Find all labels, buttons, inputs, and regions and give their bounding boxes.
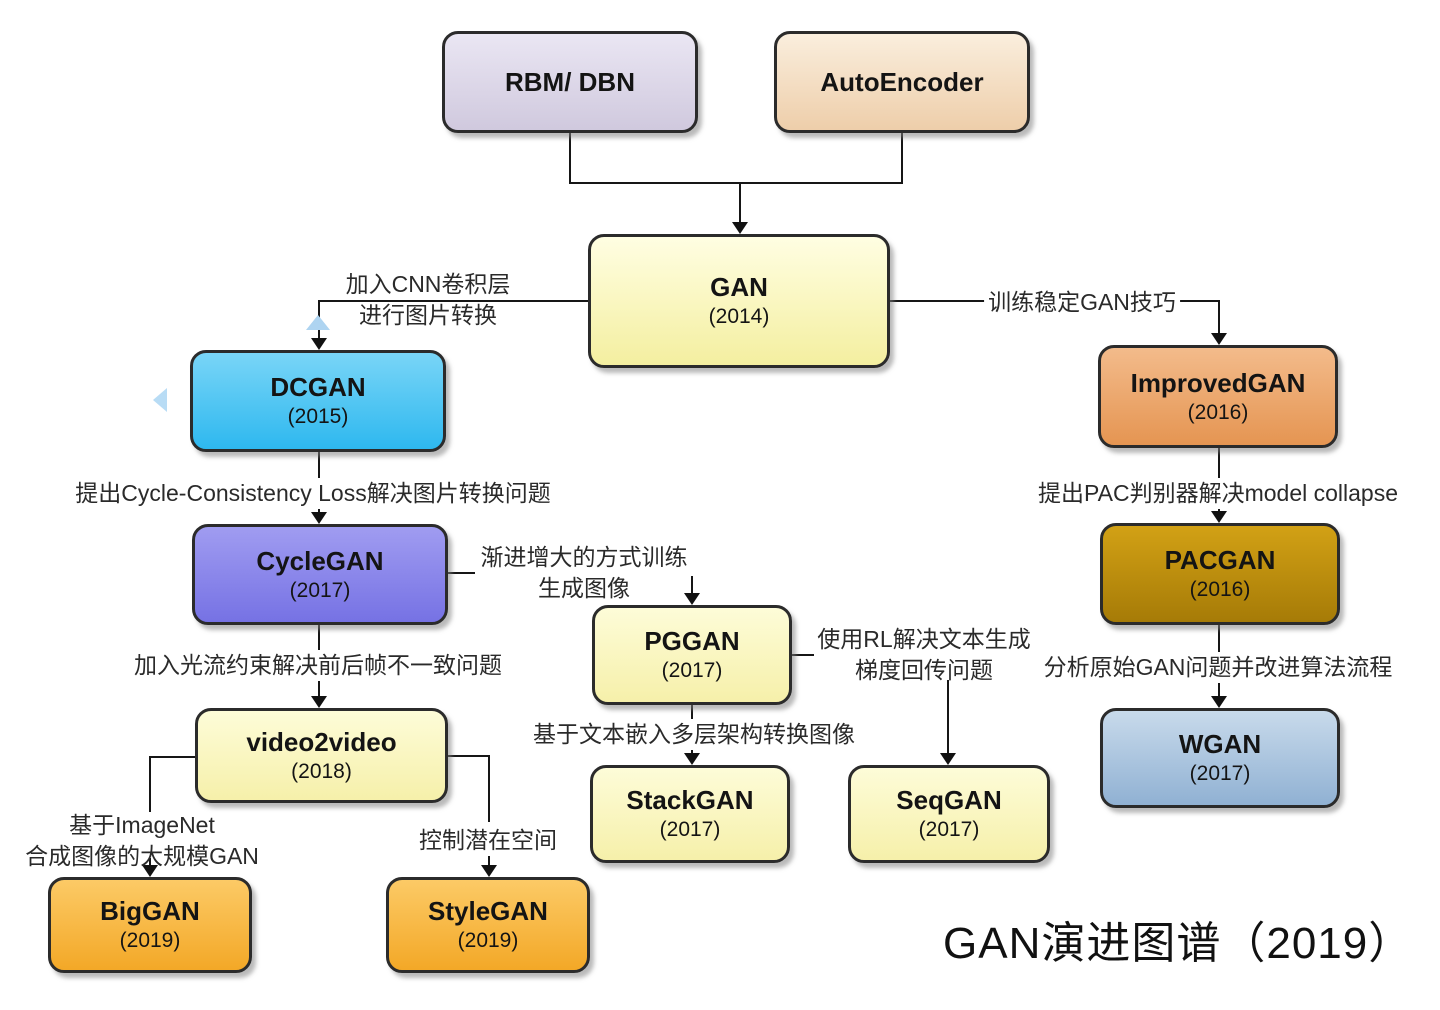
diagram-title: GAN演进图谱（2019）: [943, 919, 1414, 968]
arrowhead-stylegan: [481, 865, 497, 877]
watermark-left-triangle-icon: [153, 388, 167, 412]
edge-label-improvedgan-pacgan: 提出PAC判别器解决model collapse: [1033, 478, 1403, 509]
node-autoencoder: AutoEncoder: [774, 31, 1030, 133]
edge-gan-left: [319, 300, 588, 302]
edge-into-improvedgan: [1218, 300, 1220, 333]
edge-label-dcgan-cyclegan: 提出Cycle-Consistency Loss解决图片转换问题: [71, 478, 555, 509]
edge-cyclegan-stub: [448, 572, 475, 574]
edge-label-gan-dcgan: 加入CNN卷积层 进行图片转换: [345, 271, 511, 328]
edge-down-stylegan: [488, 755, 490, 822]
edge-label-pacgan-wgan: 分析原始GAN问题并改进算法流程: [1039, 652, 1397, 683]
watermark-up-triangle-icon: [306, 315, 330, 330]
arrowhead-improvedgan: [1211, 333, 1227, 345]
edge-into-stylegan: [488, 848, 490, 865]
arrowhead-biggan: [142, 865, 158, 877]
arrowhead-gan: [732, 222, 748, 234]
edge-into-pggan: [691, 576, 693, 593]
edge-pggan-stub: [792, 654, 814, 656]
node-stylegan: StyleGAN (2019): [386, 877, 590, 973]
edge-label-gan-improvedgan: 训练稳定GAN技巧: [984, 287, 1180, 318]
arrowhead-wgan: [1211, 696, 1227, 708]
edge-into-gan: [739, 182, 741, 223]
arrowhead-dcgan: [311, 338, 327, 350]
arrowhead-stackgan: [684, 753, 700, 765]
edge-autoencoder-down: [901, 131, 903, 184]
node-wgan: WGAN (2017): [1100, 708, 1340, 808]
node-cyclegan: CycleGAN (2017): [192, 524, 448, 625]
edge-into-seqgan: [947, 680, 949, 753]
arrowhead-cyclegan: [311, 512, 327, 524]
node-pggan: PGGAN (2017): [592, 605, 792, 705]
edge-video2video-right: [448, 755, 489, 757]
edge-label-video2video-biggan: 基于ImageNet 合成图像的大规模GAN: [25, 812, 259, 869]
node-improvedgan: ImprovedGAN (2016): [1098, 345, 1338, 448]
edge-video2video-left: [150, 756, 195, 758]
edge-label-pggan-stackgan: 基于文本嵌入多层架构转换图像: [529, 719, 859, 750]
node-video2video: video2video (2018): [195, 708, 448, 803]
edge-down-biggan: [149, 756, 151, 812]
edge-label-video2video-stylegan: 控制潜在空间: [415, 825, 561, 856]
node-gan: GAN (2014): [588, 234, 890, 368]
node-dcgan: DCGAN (2015): [190, 350, 446, 452]
arrowhead-pacgan: [1211, 511, 1227, 523]
edge-top-join: [569, 182, 903, 184]
arrowhead-pggan: [684, 593, 700, 605]
edge-into-biggan: [149, 858, 151, 866]
arrowhead-seqgan: [940, 753, 956, 765]
edge-label-cyclegan-video2video: 加入光流约束解决前后帧不一致问题: [130, 650, 506, 681]
arrowhead-video2video: [311, 696, 327, 708]
node-rbm-dbn: RBM/ DBN: [442, 31, 698, 133]
node-pacgan: PACGAN (2016): [1100, 523, 1340, 625]
node-stackgan: StackGAN (2017): [590, 765, 790, 863]
node-seqgan: SeqGAN (2017): [848, 765, 1050, 863]
edge-label-pggan-seqgan: 使用RL解决文本生成 梯度回传问题: [817, 626, 1031, 683]
node-biggan: BigGAN (2019): [48, 877, 252, 973]
edge-label-cyclegan-pggan: 渐进增大的方式训练 生成图像: [480, 544, 688, 601]
edge-rbm-down: [569, 131, 571, 184]
